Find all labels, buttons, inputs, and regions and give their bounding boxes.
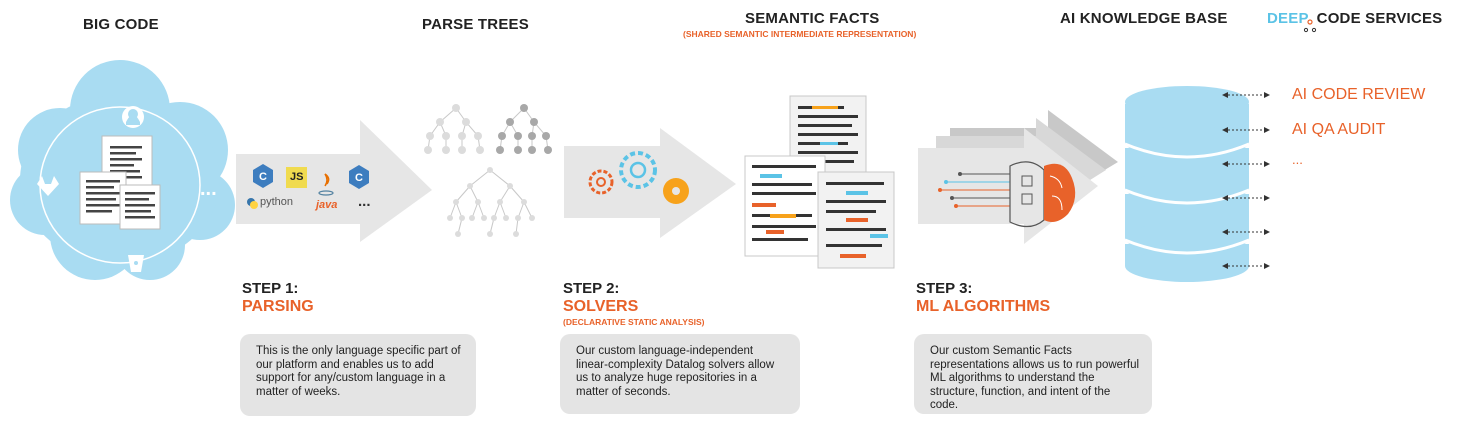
gitlab-icon [37, 176, 59, 196]
step3-arrow [918, 110, 1118, 244]
step1-label: STEP 1: [242, 280, 299, 297]
service-connector-arrows [1228, 94, 1264, 267]
svg-text:C: C [355, 172, 363, 184]
database-separators [1124, 142, 1250, 255]
step3-label: STEP 3: [916, 280, 973, 297]
step1-description: This is the only language specific part … [240, 334, 476, 416]
brand-deep: DEEP [1267, 10, 1309, 27]
semantic-facts-documents [744, 95, 895, 269]
header-semantic-facts: SEMANTIC FACTS [745, 10, 880, 27]
github-icon [122, 106, 144, 128]
cpp-icon: C [253, 164, 273, 188]
svg-text:C: C [259, 171, 267, 183]
step1-arrow [236, 120, 432, 242]
js-label: JS [290, 171, 304, 183]
step1-title: PARSING [242, 298, 314, 315]
gears-icon [588, 151, 689, 204]
header-big-code: BIG CODE [83, 16, 159, 33]
step2-label: STEP 2: [563, 280, 620, 297]
deepcode-services-logo: DEEP CODE SERVICES [1267, 10, 1442, 27]
step2-subtitle: (DECLARATIVE STATIC ANALYSIS) [563, 317, 705, 327]
service-ai-code-review: AI CODE REVIEW [1292, 86, 1426, 103]
service-more: ... [1292, 152, 1303, 167]
python-icon [247, 198, 258, 209]
service-ai-qa-audit: AI QA AUDIT [1292, 121, 1386, 138]
step2-description: Our custom language-independent linear-c… [560, 334, 800, 414]
js-icon [286, 167, 307, 188]
c-icon: C [349, 165, 369, 189]
header-parse-trees: PARSE TREES [422, 16, 529, 33]
service-arrow-heads [1222, 92, 1270, 269]
step2-title: SOLVERS [563, 298, 639, 315]
python-label: python [260, 196, 294, 208]
ml-brain-icon [938, 161, 1076, 228]
header-semantic-facts-subtitle: (SHARED SEMANTIC INTERMEDIATE REPRESENTA… [683, 29, 917, 39]
bitbucket-icon [128, 255, 144, 272]
cloud-more-ellipsis: ... [200, 178, 217, 200]
java-icon [318, 173, 334, 196]
brand-code: CODE [1316, 10, 1361, 27]
step3-description: Our custom Semantic Facts representation… [914, 334, 1152, 414]
cloud-code-documents [79, 135, 161, 230]
step3-title: ML ALGORITHMS [916, 298, 1051, 315]
languages-more: ... [358, 193, 371, 210]
header-ai-knowledge-base: AI KNOWLEDGE BASE [1060, 10, 1228, 27]
brand-services: SERVICES [1360, 10, 1443, 27]
step2-arrow [564, 128, 736, 238]
deepcode-logo-mark [1303, 19, 1317, 33]
parse-tree-nodes [424, 104, 552, 237]
java-label: java [316, 199, 338, 211]
